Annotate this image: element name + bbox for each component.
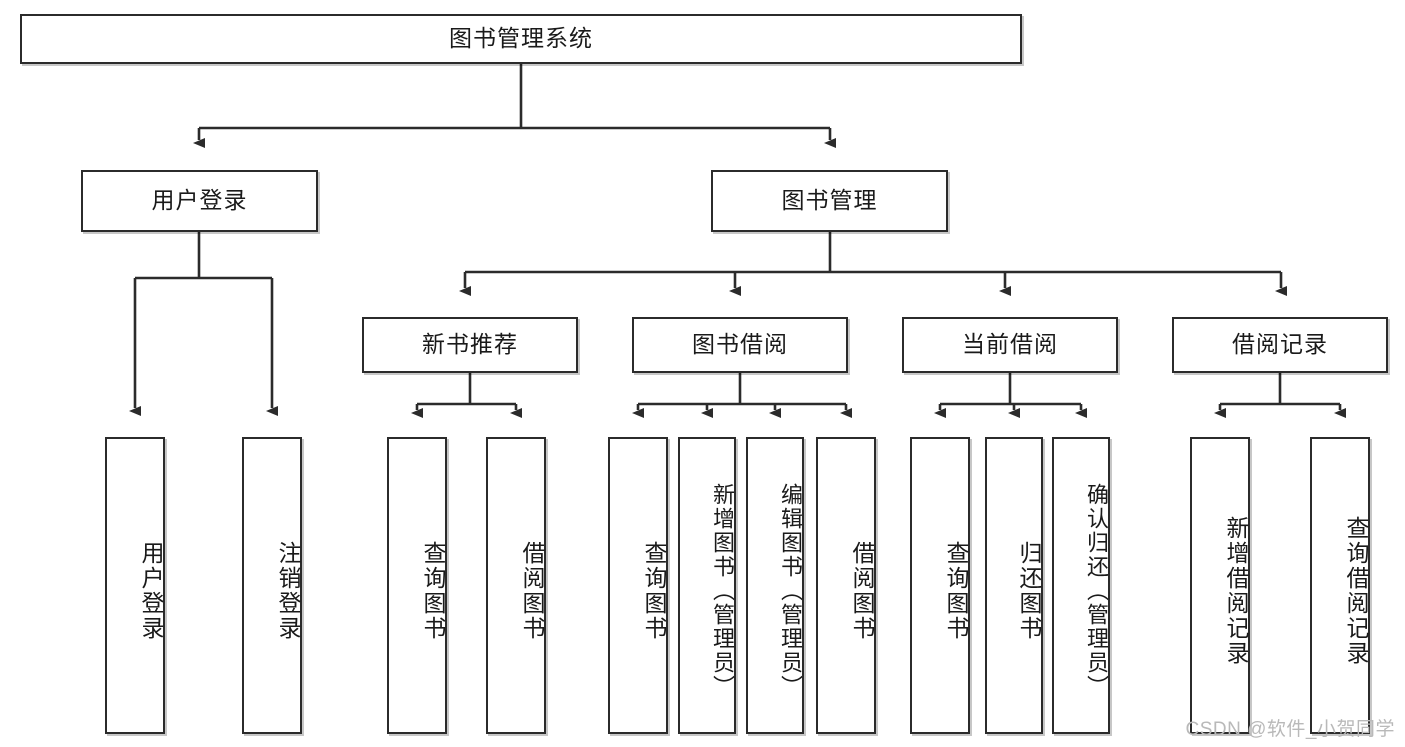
node-label: 新书推荐 bbox=[422, 331, 518, 358]
node-label: 新增图书（管理员） bbox=[710, 482, 735, 699]
node-label: 归还图书 bbox=[1016, 540, 1042, 641]
node-leaf-add-book[interactable]: 新增图书（管理员） bbox=[678, 437, 736, 734]
node-borrow-record[interactable]: 借阅记录 bbox=[1172, 317, 1388, 373]
node-current-borrow[interactable]: 当前借阅 bbox=[902, 317, 1118, 373]
node-label: 查询图书 bbox=[641, 540, 667, 641]
node-label: 借阅图书 bbox=[519, 540, 545, 641]
node-root-system[interactable]: 图书管理系统 bbox=[20, 14, 1022, 64]
node-leaf-return-book[interactable]: 归还图书 bbox=[985, 437, 1043, 734]
node-new-book-recommend[interactable]: 新书推荐 bbox=[362, 317, 578, 373]
node-leaf-user-logout[interactable]: 注销登录 bbox=[242, 437, 302, 734]
node-label: 查询图书 bbox=[943, 540, 969, 641]
node-label: 新增借阅记录 bbox=[1223, 515, 1249, 666]
node-label: 查询图书 bbox=[420, 540, 446, 641]
node-label: 编辑图书（管理员） bbox=[778, 482, 803, 699]
node-book-manage[interactable]: 图书管理 bbox=[711, 170, 948, 232]
node-label: 用户登录 bbox=[138, 540, 164, 641]
node-book-borrow[interactable]: 图书借阅 bbox=[632, 317, 848, 373]
node-label: 图书管理系统 bbox=[449, 25, 593, 52]
node-label: 借阅记录 bbox=[1232, 331, 1328, 358]
node-leaf-confirm-return[interactable]: 确认归还（管理员） bbox=[1052, 437, 1110, 734]
node-label: 借阅图书 bbox=[849, 540, 875, 641]
watermark-text: CSDN @软件_小贺同学 bbox=[1185, 719, 1395, 740]
node-label: 注销登录 bbox=[275, 540, 301, 641]
node-label: 图书借阅 bbox=[692, 331, 788, 358]
node-leaf-query-book-1[interactable]: 查询图书 bbox=[387, 437, 447, 734]
node-label: 确认归还（管理员） bbox=[1084, 482, 1109, 699]
node-label: 用户登录 bbox=[151, 187, 248, 214]
node-label: 查询借阅记录 bbox=[1343, 515, 1369, 666]
node-leaf-query-book-3[interactable]: 查询图书 bbox=[910, 437, 970, 734]
node-leaf-edit-book[interactable]: 编辑图书（管理员） bbox=[746, 437, 804, 734]
node-leaf-user-login[interactable]: 用户登录 bbox=[105, 437, 165, 734]
node-user-login[interactable]: 用户登录 bbox=[81, 170, 318, 232]
node-leaf-query-book-2[interactable]: 查询图书 bbox=[608, 437, 668, 734]
node-label: 图书管理 bbox=[781, 187, 878, 214]
node-leaf-add-record[interactable]: 新增借阅记录 bbox=[1190, 437, 1250, 734]
node-leaf-borrow-book-1[interactable]: 借阅图书 bbox=[486, 437, 546, 734]
node-leaf-borrow-book-2[interactable]: 借阅图书 bbox=[816, 437, 876, 734]
node-leaf-query-record[interactable]: 查询借阅记录 bbox=[1310, 437, 1370, 734]
node-label: 当前借阅 bbox=[962, 331, 1058, 358]
